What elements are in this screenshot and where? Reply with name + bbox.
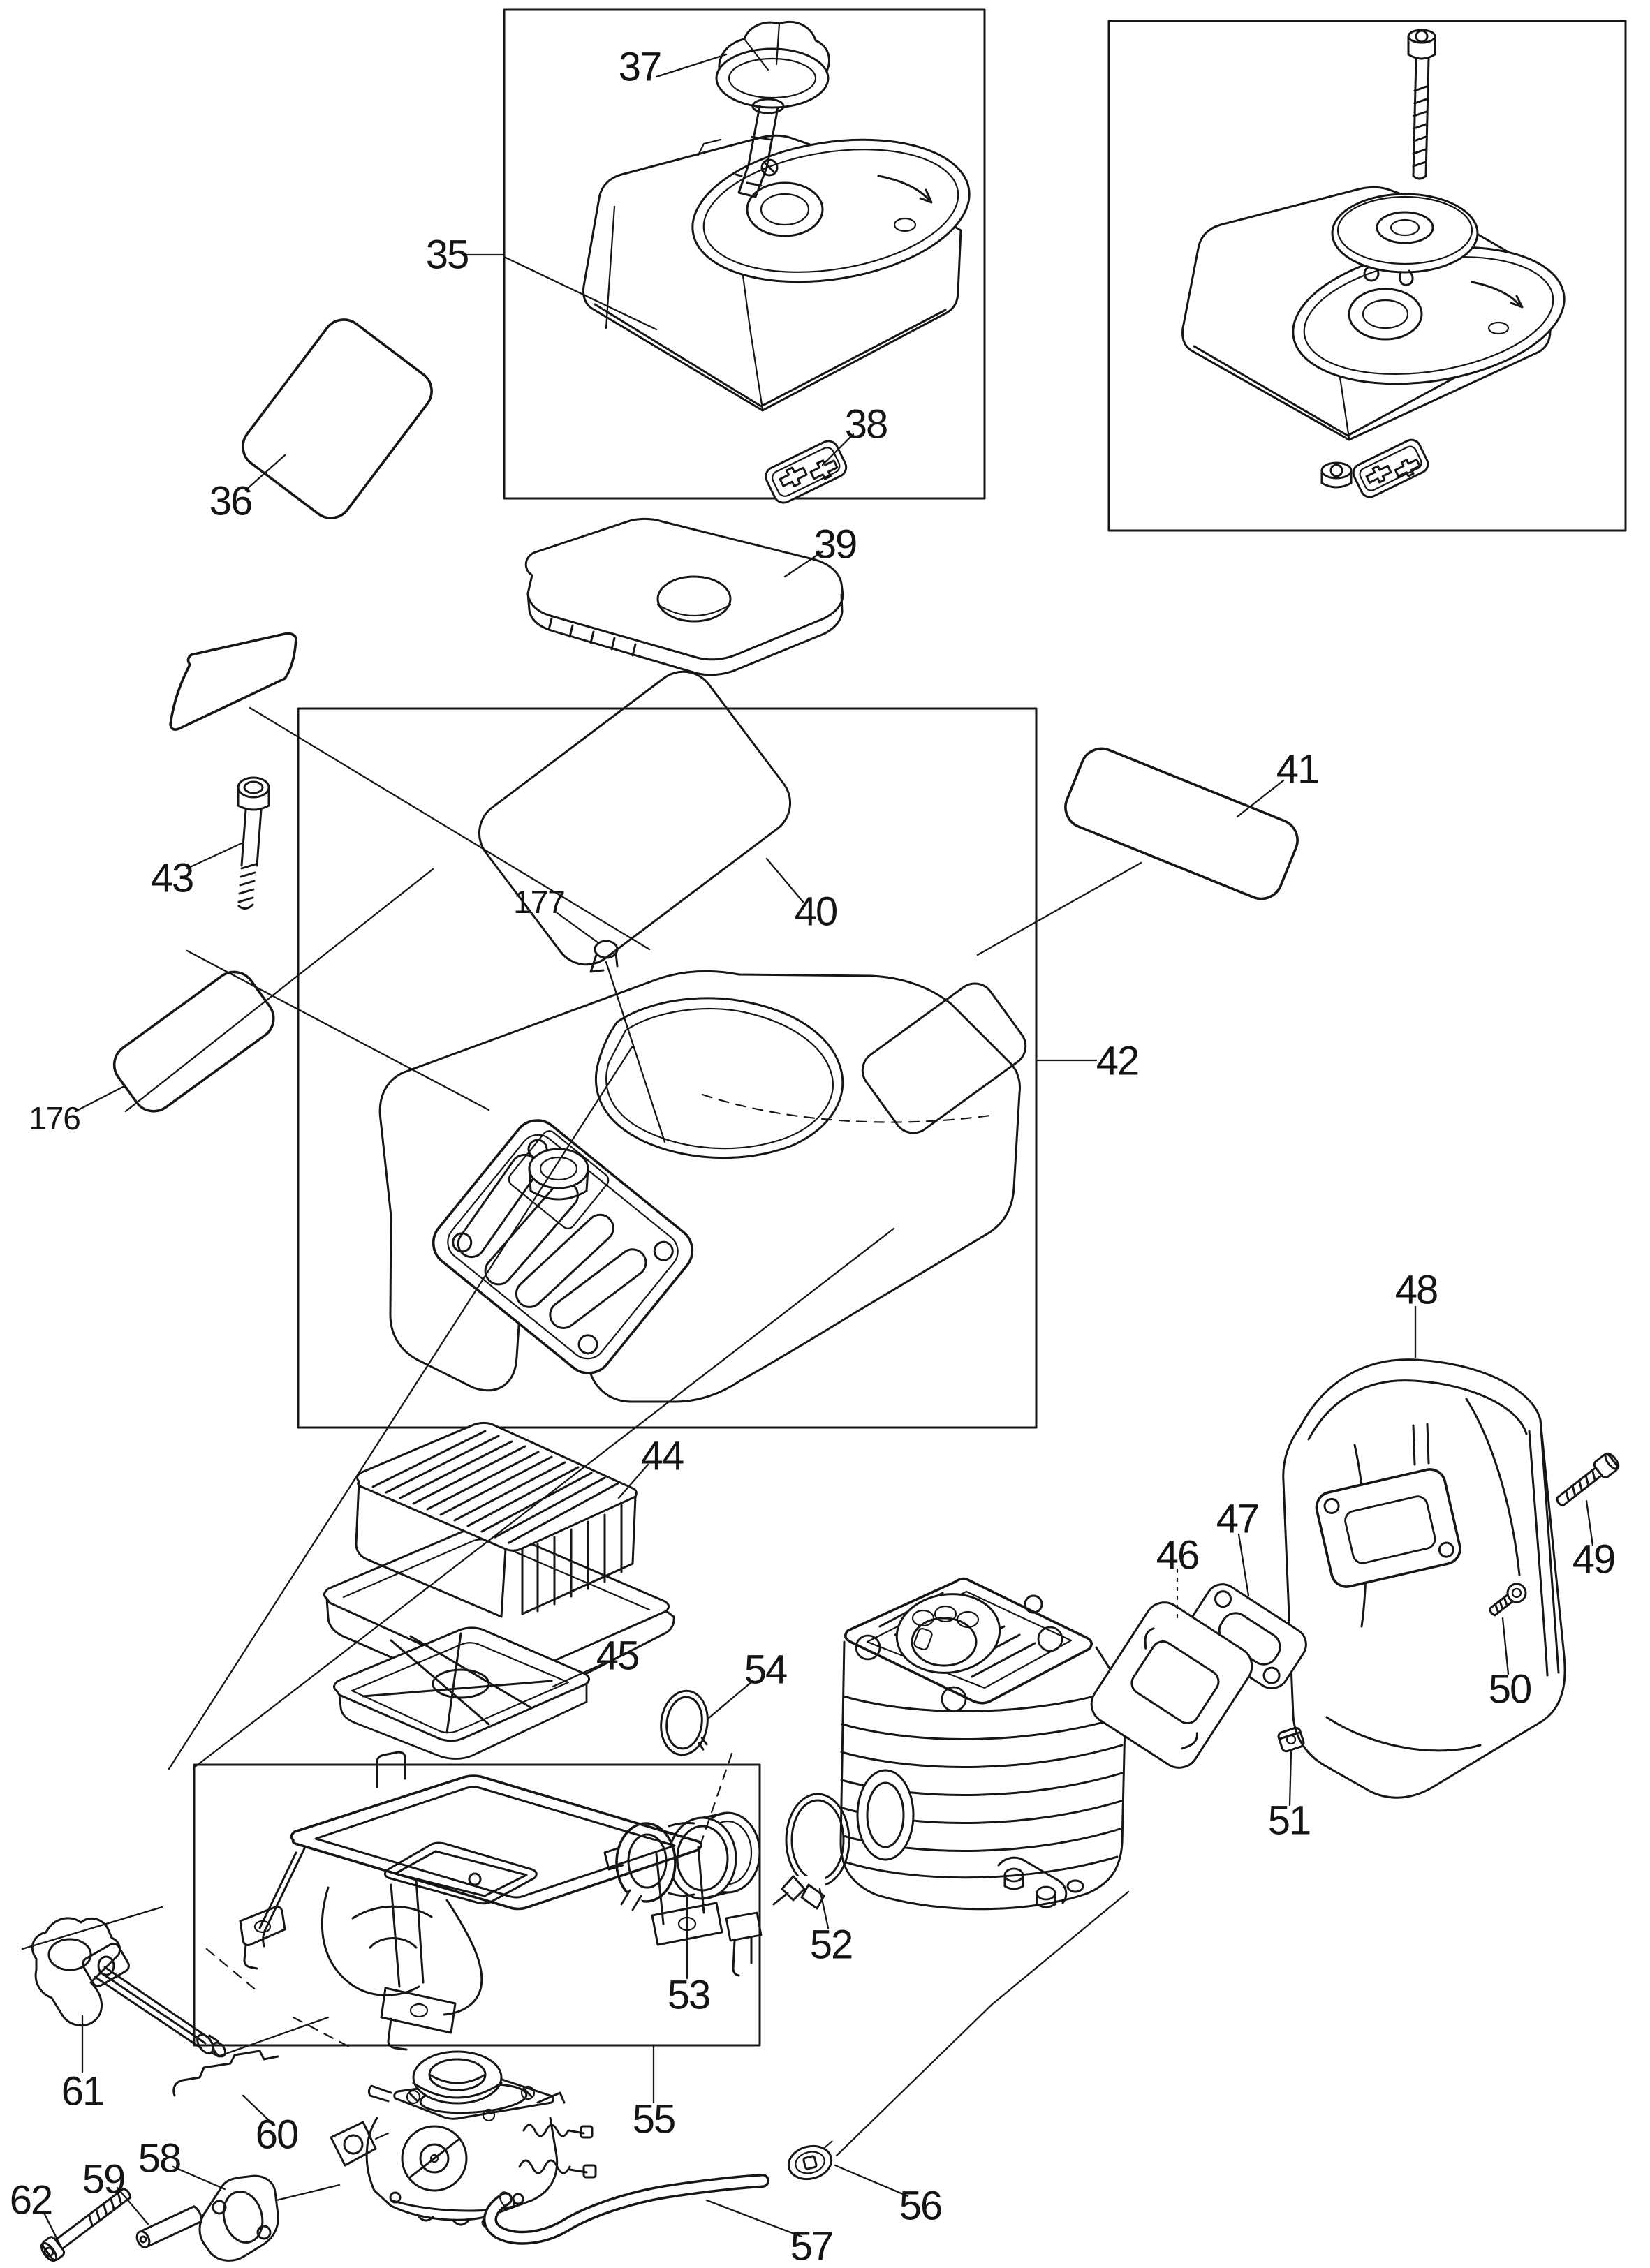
tank-washer [1331, 193, 1479, 286]
o-ring-54 [660, 1689, 709, 1756]
cover-sticker-recess [861, 982, 1027, 1134]
clamp-52 [772, 1793, 850, 1910]
pin-59 [135, 2205, 202, 2248]
part-label-38: 38 [844, 401, 888, 447]
muffler-48 [1282, 1358, 1566, 1799]
part-label-46: 46 [1156, 1532, 1200, 1578]
top-cover-42 [378, 940, 1027, 1403]
part-label-51: 51 [1267, 1798, 1311, 1844]
part-label-50: 50 [1488, 1666, 1532, 1712]
sticker-36 [242, 318, 433, 519]
sticker-40 [478, 670, 792, 966]
tank-grommet [1320, 461, 1353, 489]
sticker-41 [1064, 747, 1299, 900]
part-label-40: 40 [794, 889, 838, 935]
filter-pad-39 [524, 517, 844, 676]
muffler-plate-46 [1090, 1601, 1253, 1769]
bolt-49 [1556, 1452, 1620, 1507]
part-label-43: 43 [150, 855, 194, 901]
sticker-upper-left [169, 632, 297, 731]
clip-177 [589, 940, 619, 973]
fuel-hose-57 [483, 2174, 769, 2245]
carburetor [330, 2077, 597, 2229]
part-label-37: 37 [618, 44, 662, 90]
tank-vent-plate-38 [765, 440, 848, 504]
carb-gasket-58 [198, 2174, 279, 2262]
part-label-52: 52 [809, 1922, 853, 1968]
part-label-41: 41 [1276, 746, 1320, 792]
part-label-59: 59 [82, 2156, 126, 2202]
part-label-55: 55 [632, 2096, 676, 2142]
part-label-44: 44 [640, 1433, 684, 1479]
tank-top-plate [691, 138, 971, 283]
choke-wire-60 [172, 2050, 279, 2097]
part-label-62: 62 [9, 2177, 53, 2223]
part-label-49: 49 [1572, 1536, 1616, 1583]
part-label-42: 42 [1096, 1038, 1140, 1084]
part-label-36: 36 [209, 478, 253, 524]
part-label-45: 45 [596, 1633, 640, 1679]
part-label-61: 61 [61, 2068, 105, 2114]
air-box-55 [239, 1751, 763, 2051]
carb-grommet-ring [412, 2050, 503, 2105]
grommet-56 [787, 2140, 833, 2181]
air-filter-44 [323, 1421, 675, 1707]
sticker-176 [112, 970, 275, 1113]
tank-vent-plate-b [1352, 438, 1429, 498]
part-label-58: 58 [138, 2135, 182, 2181]
nut-51 [1277, 1726, 1305, 1753]
part-label-39: 39 [813, 521, 857, 568]
inset-box-borders [193, 8, 1627, 2047]
muffler-flange [1315, 1468, 1461, 1588]
part-label-57: 57 [790, 2223, 834, 2268]
leader-lines [21, 53, 1594, 2249]
part-label-35: 35 [425, 232, 469, 278]
part-label-53: 53 [667, 1972, 711, 2018]
bolt-50 [1489, 1583, 1527, 1617]
fuel-tank-assembly-a [582, 21, 971, 504]
cylinder [839, 1577, 1127, 1911]
fuel-cap-37 [715, 21, 830, 198]
exhaust-studs [1003, 1867, 1084, 1908]
part-label-60: 60 [255, 2112, 299, 2158]
tank-screw [1407, 29, 1436, 180]
part-label-47: 47 [1216, 1496, 1260, 1542]
part-label-56: 56 [899, 2183, 943, 2229]
part-label-54: 54 [744, 1647, 788, 1693]
fuel-tank-assembly-b [1181, 29, 1566, 498]
part-label-48: 48 [1394, 1267, 1438, 1313]
choke-knob-61 [31, 1917, 227, 2058]
filter-frame-45 [333, 1626, 590, 1760]
bolt-43 [237, 776, 270, 910]
part-label-177: 177 [513, 884, 566, 920]
part-label-176: 176 [29, 1100, 81, 1136]
